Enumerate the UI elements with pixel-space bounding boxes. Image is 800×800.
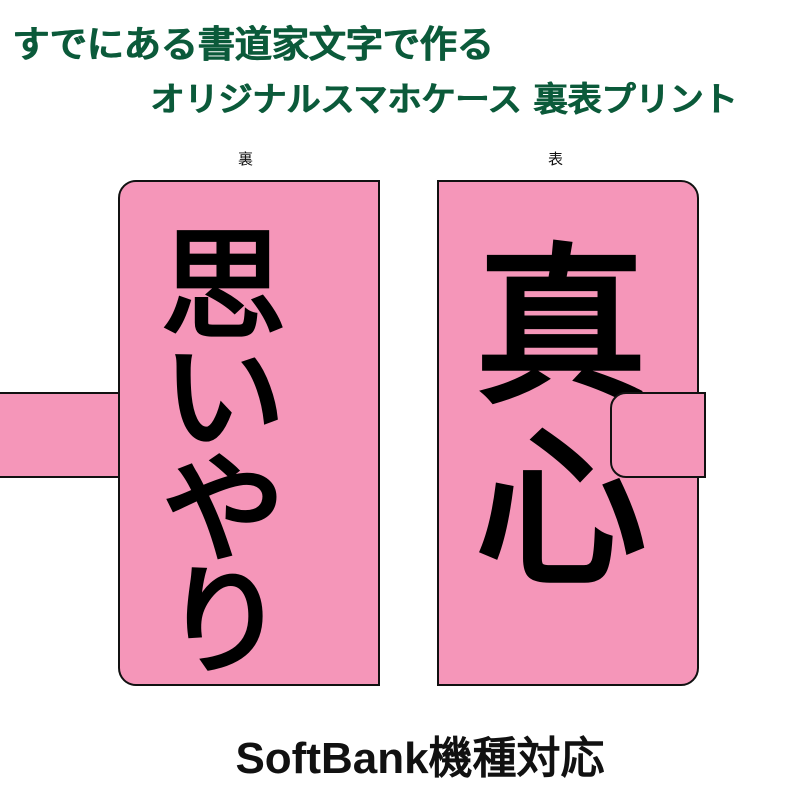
- headline-line-1: すでにある書道家文字で作る: [12, 23, 494, 66]
- headline-line-2: オリジナルスマホケース 裏表プリント: [150, 80, 738, 120]
- back-calligraphy: 思いやり: [138, 222, 287, 670]
- case-back-panel: [118, 180, 380, 686]
- front-side-label: 表: [548, 150, 564, 168]
- back-side-label: 裏: [238, 150, 254, 168]
- carrier-compatibility-text: SoftBank機種対応: [235, 734, 605, 783]
- front-clasp-strap: [610, 392, 706, 478]
- back-strap: [0, 392, 120, 478]
- front-calligraphy: 真心: [445, 236, 648, 600]
